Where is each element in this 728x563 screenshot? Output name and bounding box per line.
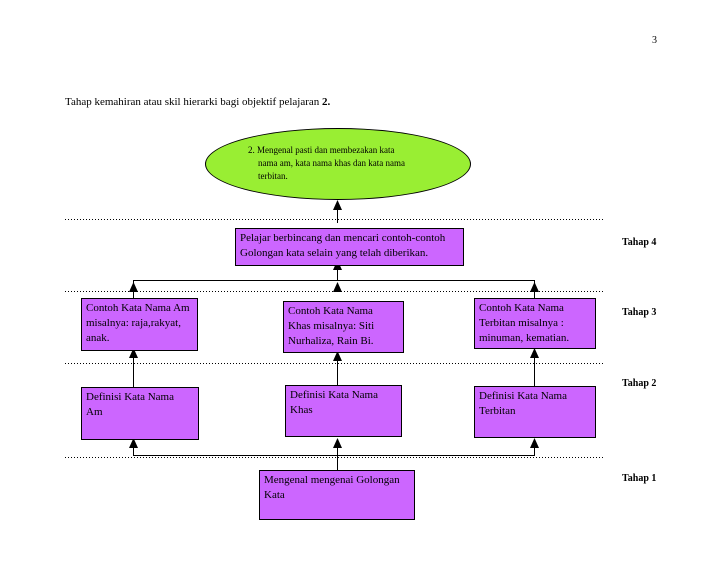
- box-line: Terbitan misalnya :: [479, 317, 564, 329]
- definisi-terbitan-box: Definisi Kata Nama Terbitan: [474, 386, 596, 438]
- box-line: Khas misalnya: Siti: [288, 320, 375, 332]
- arrow-head: [129, 282, 138, 292]
- box-line: Definisi Kata Nama: [479, 390, 567, 402]
- page-number: 3: [652, 35, 657, 46]
- objective-line: terbitan.: [258, 171, 288, 181]
- objective-line: nama am, kata nama khas dan kata nama: [258, 158, 405, 168]
- box-line: Definisi Kata Nama: [86, 391, 174, 403]
- objective-ellipse: [205, 128, 471, 200]
- tahap4-box: Pelajar berbincang dan mencari contoh-co…: [235, 228, 464, 266]
- stage-label-tahap3: Tahap 3: [622, 307, 657, 318]
- arrow-head: [129, 438, 138, 448]
- box-line: Mengenal mengenai Golongan: [264, 474, 400, 486]
- contoh-am-box: Contoh Kata Nama Am misalnya: raja,rakya…: [81, 298, 198, 351]
- box-line: Nurhaliza, Rain Bi.: [288, 335, 374, 347]
- definisi-am-box: Definisi Kata Nama Am: [81, 387, 199, 440]
- connector-line: [133, 280, 535, 298]
- objective-line: 2. Mengenal pasti dan membezakan kata: [248, 145, 395, 155]
- definisi-khas-box: Definisi Kata Nama Khas: [285, 385, 402, 437]
- box-line: minuman, kematian.: [479, 332, 570, 344]
- box-line: Kata: [264, 489, 285, 501]
- arrow-head: [333, 438, 342, 448]
- box-line: Contoh Kata Nama: [479, 302, 564, 314]
- arrow-head: [333, 351, 342, 361]
- box-line: Am: [86, 406, 103, 418]
- tahap1-box: Mengenal mengenai Golongan Kata: [259, 470, 415, 520]
- box-line: Pelajar berbincang dan mencari contoh-co…: [240, 232, 446, 244]
- box-line: Khas: [290, 404, 313, 416]
- arrow-head: [530, 348, 539, 358]
- box-line: Golongan kata selain yang telah diberika…: [240, 247, 429, 259]
- stage-label-tahap1: Tahap 1: [622, 473, 657, 484]
- arrow-head: [530, 282, 539, 292]
- stage-label-tahap4: Tahap 4: [622, 237, 657, 248]
- box-line: Terbitan: [479, 405, 516, 417]
- box-line: Contoh Kata Nama: [288, 305, 373, 317]
- heading-number: 2.: [322, 96, 331, 108]
- box-line: Contoh Kata Nama Am: [86, 302, 190, 314]
- contoh-khas-box: Contoh Kata Nama Khas misalnya: Siti Nur…: [283, 301, 404, 353]
- page-heading: Tahap kemahiran atau skil hierarki bagi …: [65, 96, 330, 108]
- arrow-head: [530, 438, 539, 448]
- objective-text: 2. Mengenal pasti dan membezakan kata na…: [248, 144, 448, 183]
- contoh-terbitan-box: Contoh Kata Nama Terbitan misalnya : min…: [474, 298, 596, 349]
- connector-line: [133, 446, 535, 456]
- stage-label-tahap2: Tahap 2: [622, 378, 657, 389]
- arrow-head: [333, 282, 342, 292]
- arrow-head: [333, 200, 342, 210]
- box-line: Definisi Kata Nama: [290, 389, 378, 401]
- arrow-head: [129, 348, 138, 358]
- heading-text: Tahap kemahiran atau skil hierarki bagi …: [65, 96, 323, 108]
- box-line: misalnya: raja,rakyat,: [86, 317, 181, 329]
- box-line: anak.: [86, 332, 110, 344]
